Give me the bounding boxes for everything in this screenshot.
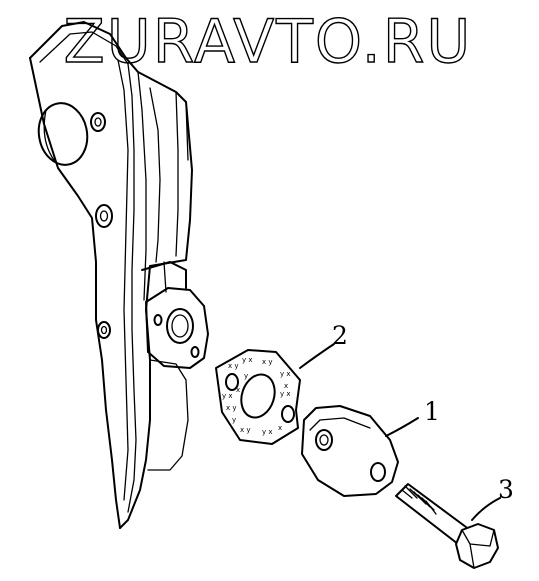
leader-bolt [471, 497, 501, 521]
svg-text:y x: y x [280, 390, 291, 398]
callout-1-label: 1 [424, 397, 440, 426]
leader-lines [299, 343, 501, 521]
svg-text:x y: x y [262, 358, 273, 366]
svg-text:y: y [244, 372, 248, 380]
svg-text:y x: y x [280, 370, 291, 378]
leader-gasket [299, 343, 335, 369]
cover-plate [301, 405, 399, 497]
watermark-text: ZURAVTO.RU [64, 7, 473, 77]
bolt [395, 483, 499, 569]
svg-text:x y: x y [226, 404, 237, 412]
svg-text:y: y [232, 416, 236, 424]
gasket-texture: x y y x x y y x y x x y y x y y x x y x … [222, 356, 291, 436]
svg-text:x: x [278, 424, 282, 432]
gasket: x y y x x y y x y x x y y x y y x x y x … [215, 349, 301, 445]
leader-cover [385, 417, 419, 437]
svg-text:x: x [236, 386, 240, 394]
svg-text:y x: y x [222, 392, 233, 400]
engine-block-housing [29, 21, 209, 529]
bolt-threads [401, 485, 437, 515]
svg-text:y x: y x [242, 356, 253, 364]
svg-text:x y: x y [240, 426, 251, 434]
callout-3-label: 3 [498, 475, 514, 504]
svg-text:x y: x y [228, 362, 239, 370]
callout-2-label: 2 [332, 321, 348, 350]
svg-text:x: x [284, 382, 288, 390]
svg-text:y x: y x [262, 428, 273, 436]
